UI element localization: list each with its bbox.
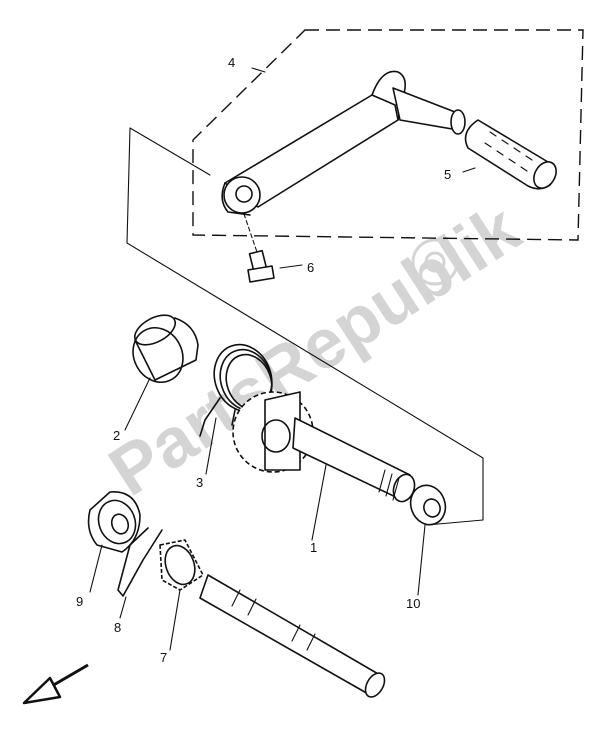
gear-icon [411, 238, 459, 286]
spacer [132, 314, 199, 383]
assembly-box-4 [192, 29, 584, 241]
kick-gear [159, 539, 204, 591]
kick-axle-gear [232, 391, 314, 473]
label-8: 8 [114, 620, 121, 635]
clip [117, 527, 163, 597]
kick-shaft [199, 574, 386, 698]
label-7: 7 [160, 650, 167, 665]
label-4: 4 [228, 55, 235, 70]
label-2: 2 [113, 428, 120, 443]
kick-lever [221, 70, 466, 216]
group-outline [126, 127, 484, 526]
ratchet [87, 491, 141, 553]
label-1: 1 [310, 540, 317, 555]
kick-axle [292, 417, 416, 503]
bolt [243, 213, 275, 283]
label-6: 6 [307, 260, 314, 275]
label-9: 9 [76, 594, 83, 609]
kick-grip [464, 119, 557, 190]
front-direction-arrow-icon [22, 663, 89, 705]
label-3: 3 [196, 475, 203, 490]
leader-lines [89, 67, 476, 651]
washer [409, 484, 447, 526]
label-10: 10 [406, 596, 420, 611]
label-5: 5 [444, 167, 451, 182]
